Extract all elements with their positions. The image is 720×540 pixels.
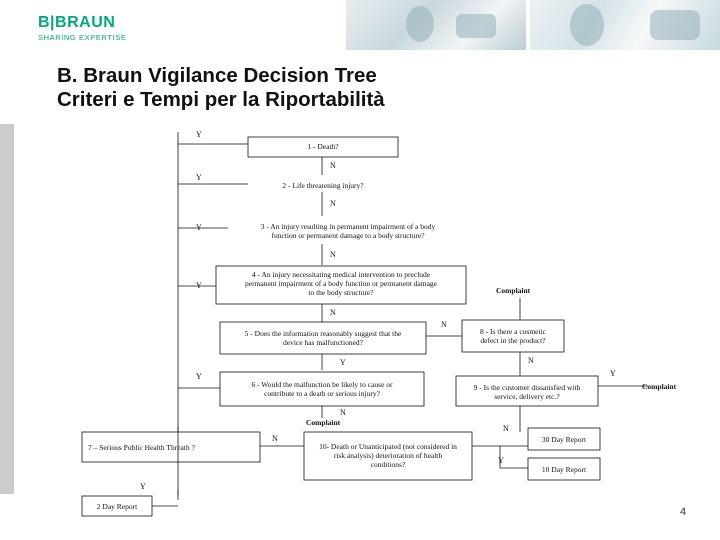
q2-no-label: N: [330, 199, 336, 208]
q10-line-2: risk analysis) deterioration of health: [333, 451, 443, 460]
box-q7: [81, 431, 261, 463]
page-number: 4: [680, 506, 687, 518]
logo-tagline: SHARING EXPERTISE: [38, 33, 127, 42]
q10-text: 10- Death or Unanticipated (not consider…: [306, 442, 470, 469]
q3-text: 3 - An injury resulting in permanent imp…: [228, 222, 468, 240]
box-q5: [219, 321, 427, 355]
page-title: B. Braun Vigilance Decision Tree Criteri…: [57, 64, 385, 112]
box-10-day: [527, 457, 601, 481]
q2-text: 2 - Life threatening injury?: [282, 181, 364, 190]
2-day-report: 2 Day Report: [96, 502, 138, 511]
complaint-label-1: Complaint: [496, 286, 531, 295]
q3-line-2: function or permanent damage to a body s…: [271, 231, 425, 240]
complaint-label-2: Complaint: [306, 418, 341, 427]
left-accent-bar: [0, 124, 14, 494]
q9-no-label: N: [503, 424, 509, 433]
q6-text: 6 - Would the malfunction be likely to c…: [222, 380, 422, 398]
q4-text: 4 - An injury necessitating medical inte…: [218, 270, 464, 297]
q2-yes-label: Y: [196, 173, 202, 182]
q4-no-label: N: [330, 308, 336, 317]
box-q8: [461, 319, 565, 353]
q4-line-1: 4 - An injury necessitating medical inte…: [251, 270, 431, 279]
q3-yes-label: Y: [196, 223, 202, 232]
q10-line-3: conditions?: [370, 460, 406, 469]
q8-line-1: 8 - Is there a cosmetic: [479, 327, 546, 336]
q5-line-1: 5 - Does the information reasonably sugg…: [244, 329, 402, 338]
q4-yes-label: Y: [196, 281, 202, 290]
header-photo-equipment: [530, 0, 720, 50]
q4-line-2: permanent impairment of a body function …: [244, 279, 437, 288]
q7-no-label: N: [272, 434, 278, 443]
box-q10: [303, 431, 473, 481]
q5-no-label: N: [441, 320, 447, 329]
header-photo-hospital: [346, 0, 526, 50]
box-q4: [215, 265, 467, 305]
q7-text: 7 – Serious Public Health Threath ?: [88, 443, 195, 452]
q10-line-1: 10- Death or Unanticipated (not consider…: [319, 442, 457, 451]
box-q1: [247, 136, 399, 158]
q3-line-1: 3 - An injury resulting in permanent imp…: [260, 222, 436, 231]
title-line-2: Criteri e Tempi per la Riportabilità: [57, 88, 385, 111]
logo-wordmark: B|BRAUN: [38, 14, 116, 31]
complaint-label-3: Complaint: [642, 382, 677, 391]
q6-line-1: 6 - Would the malfunction be likely to c…: [251, 380, 393, 389]
q6-no-label: N: [340, 408, 346, 417]
q8-line-2: defect in the product?: [480, 336, 546, 345]
q5-yes-label: Y: [340, 358, 346, 367]
q9-line-2: service, delivery etc.?: [494, 392, 560, 401]
q6-yes-label: Y: [196, 372, 202, 381]
box-30-day: [527, 427, 601, 451]
bbraun-logo: B|BRAUN SHARING EXPERTISE: [38, 14, 126, 42]
q5-line-2: device has malfunctioned?: [283, 338, 363, 347]
q1-no-label: N: [330, 161, 336, 170]
header: B|BRAUN SHARING EXPERTISE: [0, 0, 720, 52]
q8-text: 8 - Is there a cosmetic defect in the pr…: [464, 327, 562, 345]
10-day-report: 10 Day Report: [541, 465, 587, 474]
q4-line-3: to the body structure?: [308, 288, 374, 297]
q5-text: 5 - Does the information reasonably sugg…: [222, 329, 424, 347]
title-line-1: B. Braun Vigilance Decision Tree: [57, 64, 377, 87]
q8-no-label: N: [528, 356, 534, 365]
q9-text: 9 - Is the customer dissatisfied with se…: [458, 383, 596, 401]
q8-yes-label: Y: [610, 369, 616, 378]
q1-text: 1 - Death?: [307, 142, 339, 151]
q9-line-1: 9 - Is the customer dissatisfied with: [473, 383, 581, 392]
box-q9: [455, 375, 599, 407]
q1-yes-label: Y: [196, 130, 202, 139]
q7-yes-label: Y: [140, 482, 146, 491]
q10-yes-label: Y: [498, 456, 504, 465]
30-day-report: 30 Day Report: [541, 435, 587, 444]
q6-line-2: contribute to a death or serious injury?: [264, 389, 380, 398]
q3-no-label: N: [330, 250, 336, 259]
